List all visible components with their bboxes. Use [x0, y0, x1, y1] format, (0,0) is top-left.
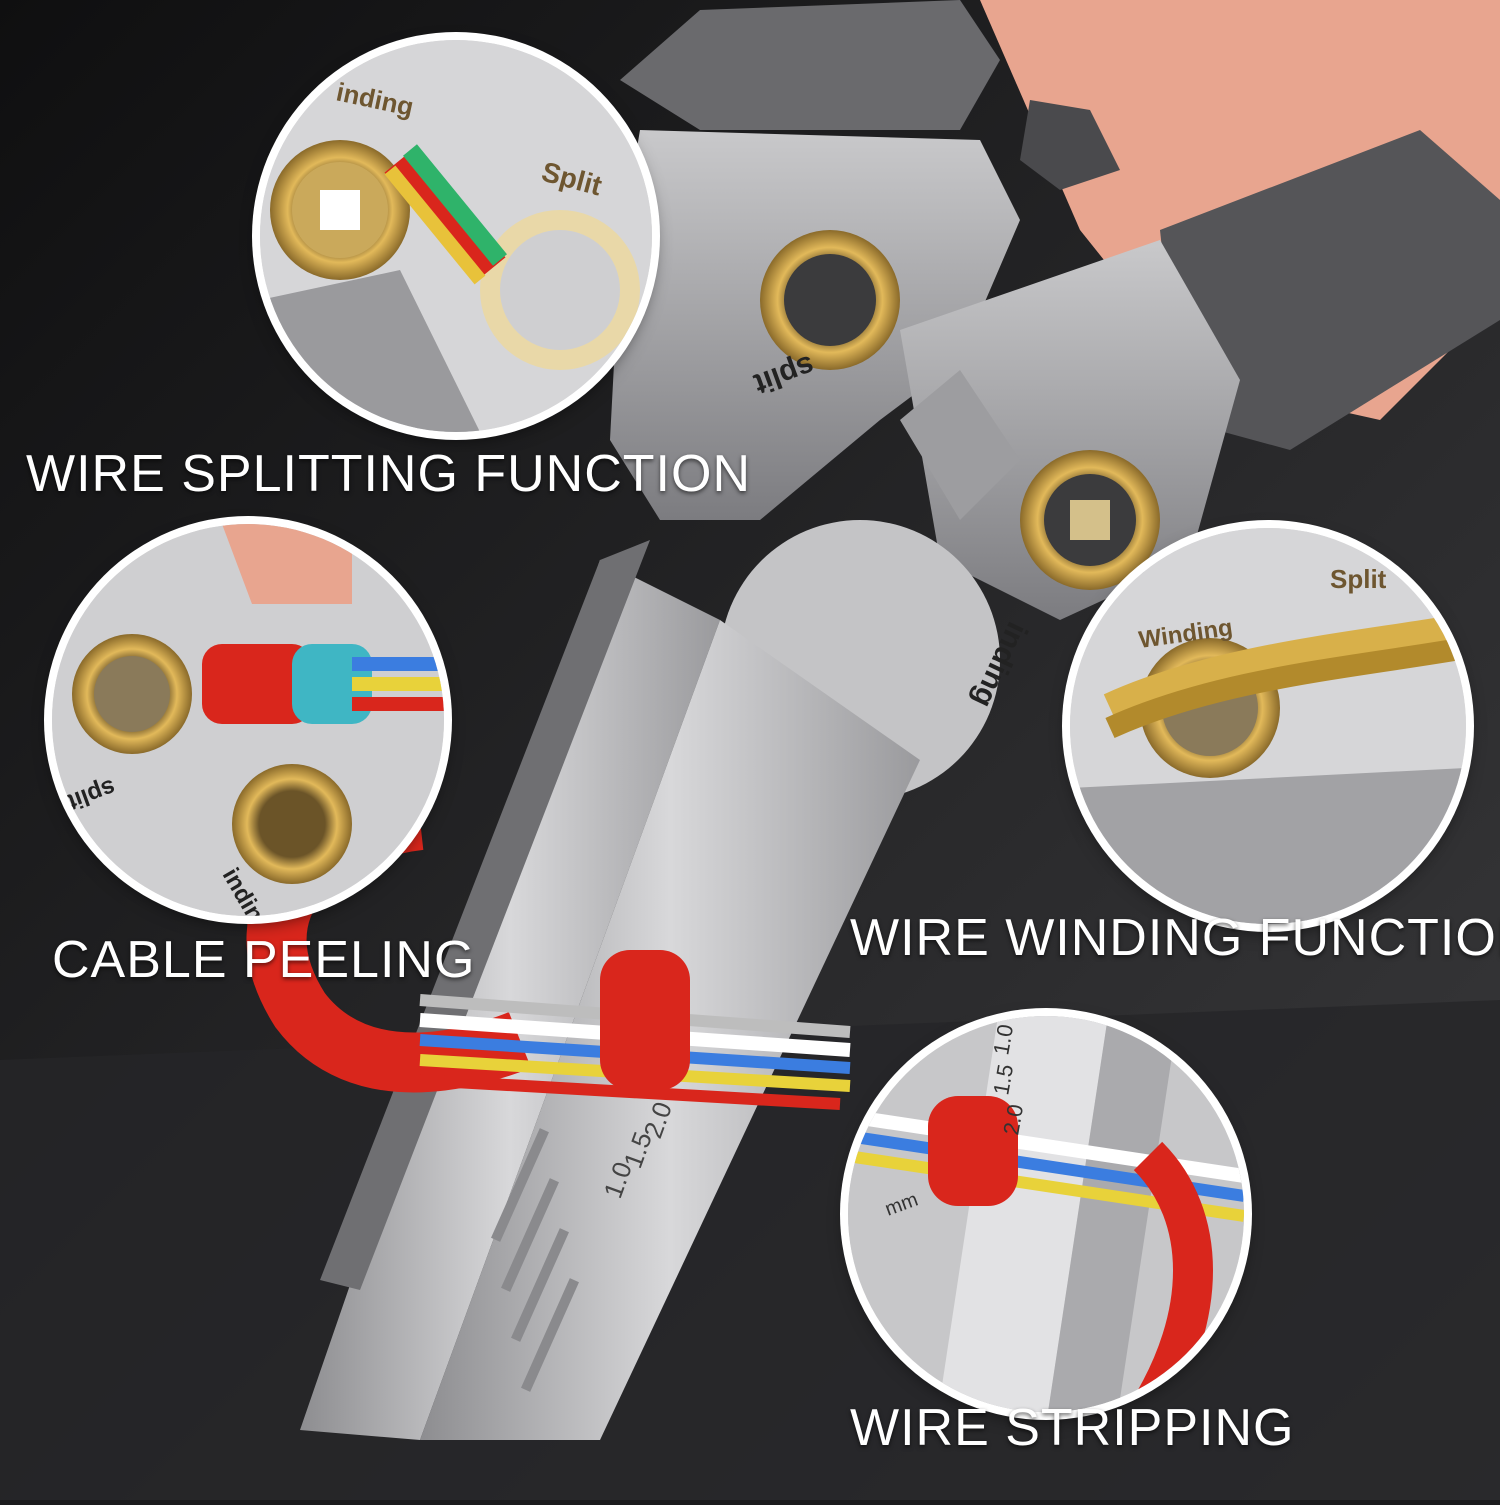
wire-stripping-closeup: 1.0 1.5 2.0 mm: [848, 1016, 1244, 1412]
wire-stripping-caption: WIRE STRIPPING: [850, 1399, 1295, 1457]
wire-splitting-caption: WIRE SPLITTING FUNCTION: [26, 445, 751, 503]
cable-peeling-closeup: split inding: [52, 524, 444, 916]
gauge-label-2: 1.5: [988, 1062, 1018, 1096]
gauge-label-3: 2.0: [998, 1102, 1028, 1136]
split-label: Split: [1330, 564, 1387, 594]
cable-peeling-caption: CABLE PEELING: [52, 931, 476, 989]
wire-winding-closeup: Winding Split: [1070, 528, 1466, 924]
wire-winding-caption: WIRE WINDING FUNCTION: [850, 909, 1500, 967]
red-sleeve: [600, 950, 690, 1090]
gauge-label-1: 1.0: [988, 1022, 1018, 1056]
wire-splitting-closeup: inding Split: [260, 40, 652, 432]
left-jaw: [300, 560, 720, 1440]
